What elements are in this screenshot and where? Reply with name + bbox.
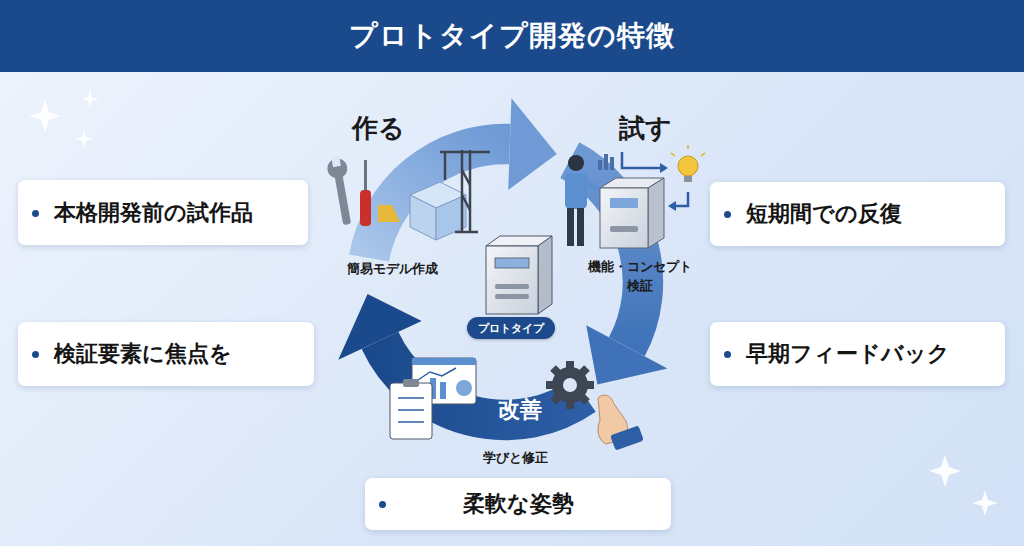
arrow-head xyxy=(338,294,421,360)
feature-card: 柔軟な姿勢 xyxy=(365,478,671,530)
sparkle-group xyxy=(29,90,998,516)
make-icon xyxy=(325,150,490,240)
bullet-dot xyxy=(724,351,731,358)
flow-head xyxy=(660,163,668,173)
flow-line xyxy=(622,152,660,168)
feature-card: 早期フィードバック xyxy=(710,322,1005,386)
bullet-dot xyxy=(724,211,731,218)
screwdriver xyxy=(360,160,371,226)
stage-label: 試す xyxy=(605,111,685,146)
light-bulb xyxy=(671,145,705,182)
sparkle xyxy=(75,130,93,148)
card-text: 短期間での反復 xyxy=(746,199,902,229)
bullet-dot xyxy=(32,210,39,217)
arrow-head xyxy=(586,325,667,384)
step-caption: 機能・コンセプト 検証 xyxy=(584,257,696,295)
sparkle xyxy=(972,490,998,516)
card-text: 柔軟な姿勢 xyxy=(463,489,574,519)
sparkle xyxy=(81,90,99,108)
title-band: プロトタイプ開発の特徴 xyxy=(0,0,1024,72)
stage-label: 作る xyxy=(338,111,418,146)
title-text: プロトタイプ開発の特徴 xyxy=(349,17,675,55)
clipboard xyxy=(390,379,432,439)
feature-card: 本格開発前の試作品 xyxy=(18,180,308,245)
sparkle xyxy=(29,100,61,132)
card-text: 早期フィードバック xyxy=(746,339,950,369)
flow-line xyxy=(675,192,688,206)
bullet-dot xyxy=(379,501,386,508)
bar-icon xyxy=(598,154,614,170)
step-caption: 簡易モデル作成 xyxy=(327,259,457,278)
hand xyxy=(598,395,644,451)
feature-card: 短期間での反復 xyxy=(710,182,1005,246)
feature-card: 検証要素に焦点を xyxy=(18,322,314,386)
test-machine xyxy=(600,178,664,248)
prototype-pill: プロトタイプ xyxy=(467,317,555,339)
prototype-box xyxy=(486,236,552,314)
improve-icon xyxy=(390,358,644,451)
gear xyxy=(546,361,594,409)
card-text: 検証要素に焦点を xyxy=(54,339,232,369)
stage-label: 改善 xyxy=(485,395,555,425)
step-caption: 学びと修正 xyxy=(460,448,570,467)
block xyxy=(378,205,400,222)
try-icon xyxy=(565,145,705,248)
crane xyxy=(440,150,490,232)
wrench xyxy=(325,155,357,226)
arrow-head xyxy=(508,98,556,190)
flow-head xyxy=(668,201,676,211)
pill-text: プロトタイプ xyxy=(478,321,544,336)
card-text: 本格開発前の試作品 xyxy=(54,198,253,228)
sparkle xyxy=(929,455,961,487)
bullet-dot xyxy=(32,351,39,358)
cycle-arc xyxy=(369,144,510,258)
